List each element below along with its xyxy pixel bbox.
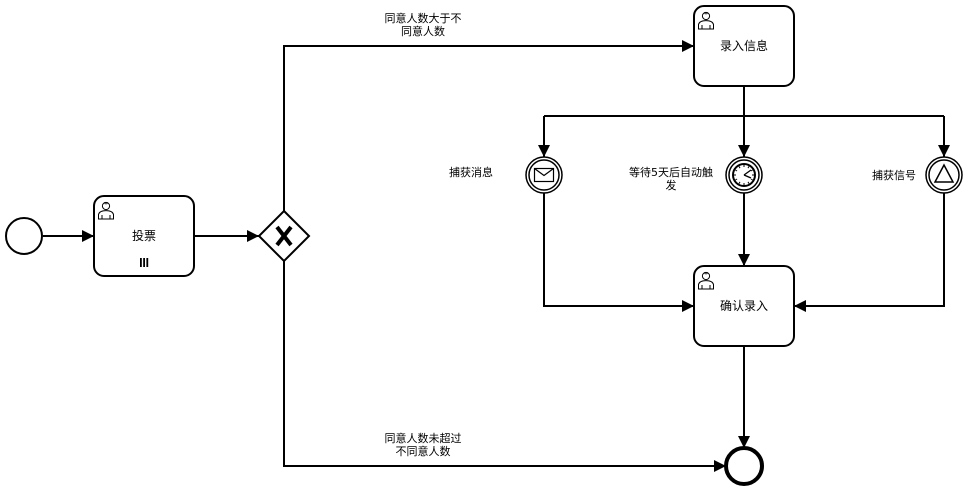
flow-signal-to-confirm[interactable]	[794, 193, 945, 312]
parallel-multi-instance-icon	[140, 258, 149, 267]
timer-catch-event[interactable]	[725, 156, 763, 194]
flow-label-to-end-line2: 不同意人数	[396, 444, 451, 458]
flow-gateway-to-end[interactable]	[283, 261, 726, 472]
task-vote[interactable]: 投票	[93, 195, 195, 277]
message-catch-event[interactable]	[525, 156, 563, 194]
start-event[interactable]	[5, 217, 43, 255]
triangle-icon	[933, 163, 955, 183]
exclusive-gateway[interactable]	[257, 209, 311, 263]
envelope-icon	[533, 167, 555, 183]
flow-label-to-enter-info-line1: 同意人数大于不	[385, 11, 462, 25]
flow-label-to-enter-info-line2: 同意人数	[401, 24, 445, 38]
flow-message-to-confirm[interactable]	[543, 193, 694, 312]
flow-label-to-end-line1: 同意人数未超过	[385, 431, 462, 445]
flow-gateway-to-enter-info[interactable]	[283, 40, 694, 211]
task-confirm-label: 确认录入	[720, 299, 768, 313]
end-event[interactable]	[724, 446, 764, 486]
task-vote-label: 投票	[132, 228, 156, 243]
clock-icon	[732, 163, 756, 187]
timer-catch-label-line2: 发	[666, 178, 677, 192]
signal-catch-label: 捕获信号	[872, 168, 916, 182]
timer-catch-label-line1: 等待5天后自动触	[629, 165, 713, 179]
task-confirm[interactable]: 确认录入	[693, 265, 795, 347]
task-enter-info-label: 录入信息	[720, 38, 768, 53]
task-enter-info[interactable]: 录入信息	[693, 5, 795, 87]
signal-catch-event[interactable]	[925, 156, 963, 194]
message-catch-label: 捕获消息	[449, 165, 493, 179]
exclusive-gateway-x-icon	[275, 225, 293, 247]
